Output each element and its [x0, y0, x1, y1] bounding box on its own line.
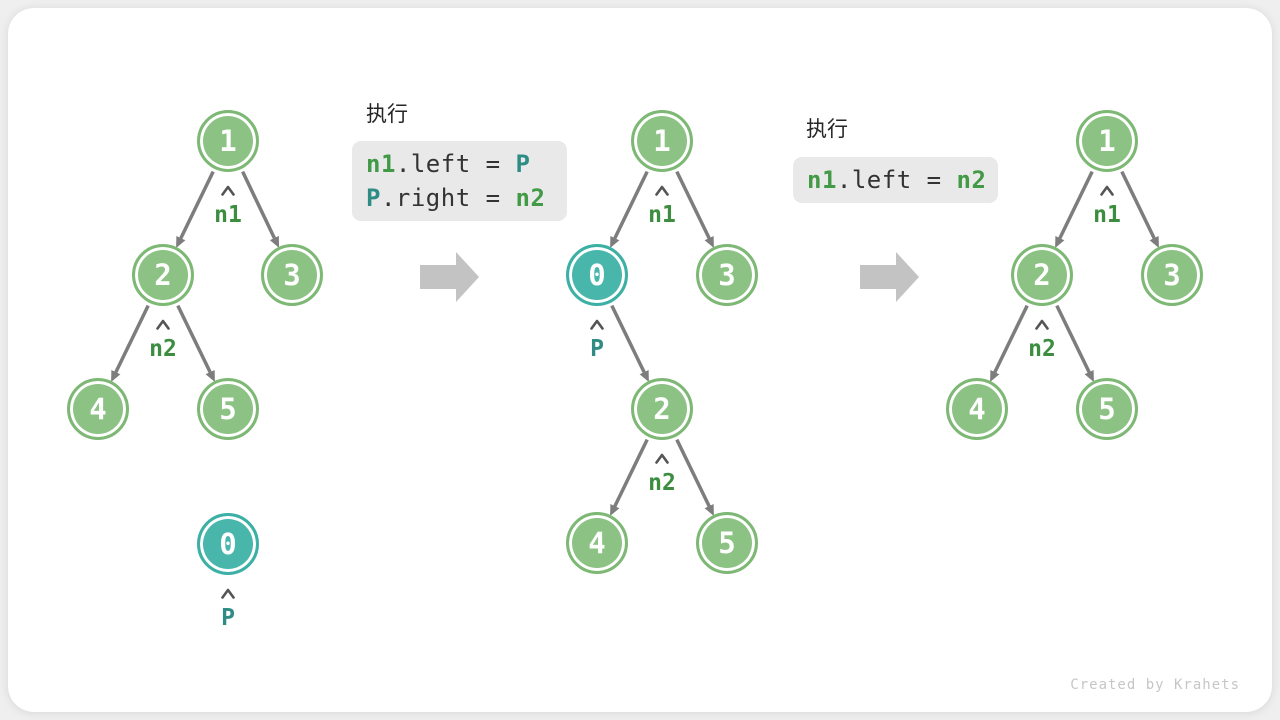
tree-node-tree-before-5: 5 [197, 378, 259, 440]
node-value: 4 [588, 526, 606, 560]
node-value: 3 [283, 258, 301, 292]
pointer-label-n2: n2 [648, 470, 676, 496]
code-token: n1 [366, 150, 396, 178]
code-line: n1.left = P [366, 147, 553, 181]
code-token: n2 [515, 184, 546, 212]
pointer-label-n2: n2 [1028, 336, 1056, 362]
code-token: .left [836, 166, 912, 194]
step-arrow-icon-1 [420, 251, 480, 307]
tree-edge-1-2 [1055, 170, 1094, 249]
tree-node-tree-before-0: 0 [197, 513, 259, 575]
watermark-text: Created by Krahets [1070, 677, 1240, 693]
pointer-label-n1: n1 [648, 202, 676, 228]
pointer-chevron-icon [220, 584, 236, 603]
tree-edge-2-4 [111, 304, 150, 383]
tree-edge-1-0 [610, 170, 649, 249]
code-token: n1 [807, 166, 837, 194]
tree-edge-2-5 [1055, 304, 1094, 383]
code-token: = [470, 184, 516, 212]
tree-edge-1-2 [176, 170, 215, 249]
node-value: 3 [718, 258, 736, 292]
node-value: 2 [653, 392, 671, 426]
pointer-label-P: P [221, 605, 235, 631]
code-token: P [366, 184, 381, 212]
node-value: 0 [588, 258, 606, 292]
pointer-label-n1: n1 [1093, 202, 1121, 228]
tree-node-tree-after-3: 3 [1141, 244, 1203, 306]
tree-edge-1-3 [675, 170, 714, 249]
node-value: 1 [653, 124, 671, 158]
node-value: 1 [219, 124, 237, 158]
pointer-chevron-icon [1099, 181, 1115, 200]
pointer-chevron-icon [589, 315, 605, 334]
tree-node-tree-before-4: 4 [67, 378, 129, 440]
node-value: 5 [219, 392, 237, 426]
pointer-chevron-icon [654, 449, 670, 468]
tree-node-tree-middle-4: 4 [566, 512, 628, 574]
code-box-2: n1.left = n2 [793, 157, 998, 203]
pointer-label-P: P [590, 336, 604, 362]
tree-node-tree-before-1: 1 [197, 110, 259, 172]
exec-title-1: 执行 [366, 103, 408, 126]
tree-edge-1-3 [241, 170, 280, 248]
tree-edge-2-4 [990, 304, 1029, 383]
code-token: = [911, 166, 957, 194]
pointer-chevron-icon [1034, 315, 1050, 334]
node-value: 2 [154, 258, 172, 292]
tree-edge-2-5 [176, 304, 215, 383]
code-token: n2 [956, 166, 987, 194]
code-token: = [470, 150, 516, 178]
tree-edge-1-3 [1120, 170, 1159, 249]
code-token: P [515, 150, 531, 178]
code-token: .left [395, 150, 471, 178]
tree-node-tree-middle-5: 5 [696, 512, 758, 574]
tree-node-tree-after-2: 2 [1011, 244, 1073, 306]
exec-title-2: 执行 [806, 118, 848, 141]
pointer-label-n1: n1 [214, 202, 242, 228]
tree-node-tree-middle-1: 1 [631, 110, 693, 172]
pointer-chevron-icon [155, 315, 171, 334]
code-line: n1.left = n2 [807, 163, 987, 197]
tree-edge-2-4 [610, 438, 649, 517]
pointer-chevron-icon [654, 181, 670, 200]
code-line: P.right = n2 [366, 181, 553, 215]
tree-node-tree-middle-2: 2 [631, 378, 693, 440]
tree-node-tree-after-4: 4 [946, 378, 1008, 440]
node-value: 4 [968, 392, 986, 426]
tree-edge-0-2 [610, 304, 649, 383]
node-value: 3 [1163, 258, 1181, 292]
tree-edge-2-5 [675, 438, 714, 517]
node-value: 1 [1098, 124, 1116, 158]
step-arrow-icon-2 [860, 251, 920, 307]
tree-node-tree-before-2: 2 [132, 244, 194, 306]
tree-node-tree-after-1: 1 [1076, 110, 1138, 172]
node-value: 5 [718, 526, 736, 560]
tree-node-tree-before-3: 3 [261, 244, 323, 306]
node-value: 5 [1098, 392, 1116, 426]
tree-node-tree-middle-0: 0 [566, 244, 628, 306]
pointer-chevron-icon [220, 181, 236, 200]
tree-node-tree-middle-3: 3 [696, 244, 758, 306]
node-value: 4 [89, 392, 107, 426]
node-value: 0 [219, 527, 237, 561]
code-token: .right [380, 184, 471, 212]
pointer-label-n2: n2 [149, 336, 177, 362]
node-value: 2 [1033, 258, 1051, 292]
tree-node-tree-after-5: 5 [1076, 378, 1138, 440]
